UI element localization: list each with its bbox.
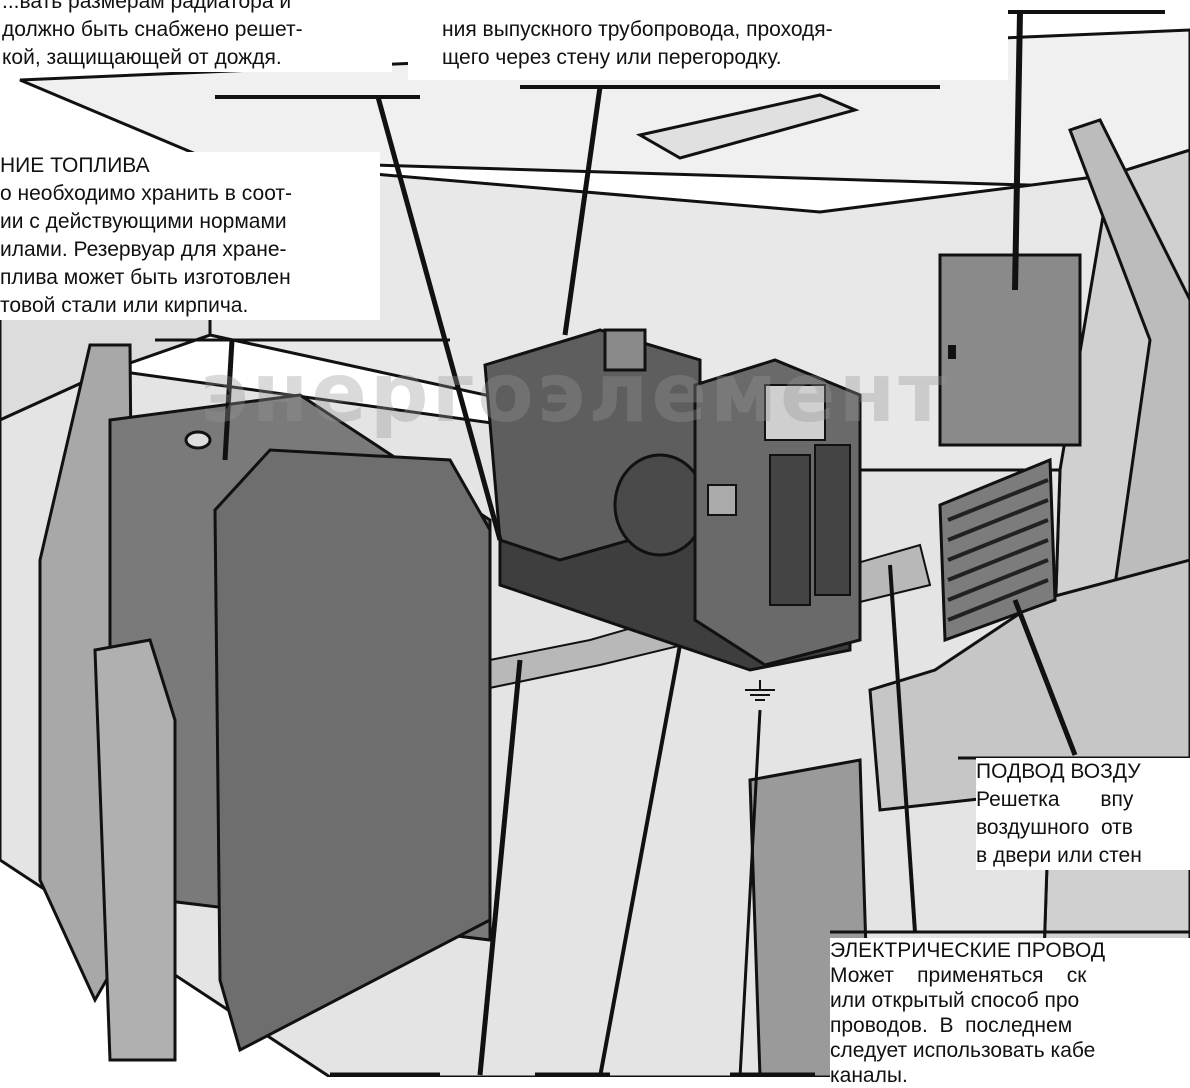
- electrical-wiring-callout: ЭЛЕКТРИЧЕСКИЕ ПРОВОД Может применяться с…: [830, 938, 1190, 1088]
- radiator-callout-line: кой, защищающей от дождя.: [2, 44, 392, 72]
- electrical-wiring-line: или открытый способ про: [830, 988, 1190, 1013]
- fuel-storage-heading: НИЕ ТОПЛИВА: [0, 152, 380, 180]
- fuel-tank-cap: [186, 432, 210, 448]
- air-supply-line: Решетка впу: [976, 786, 1190, 814]
- radiator-callout-line: должно быть снабжено решет-: [2, 16, 392, 44]
- air-supply-line: в двери или стен: [976, 842, 1190, 870]
- fuel-storage-line: ии с действующими нормами: [0, 208, 380, 236]
- door: [940, 255, 1080, 445]
- front-left-pillar: [95, 640, 175, 1060]
- exhaust-callout-line: щего через стену или перегородку.: [442, 44, 1002, 72]
- door-handle: [948, 345, 956, 359]
- fuel-storage-line: плива может быть изготовлен: [0, 264, 380, 292]
- electrical-wiring-line: Может применяться ск: [830, 963, 1190, 988]
- electrical-wiring-heading: ЭЛЕКТРИЧЕСКИЕ ПРОВОД: [830, 938, 1190, 963]
- fuel-storage-line: о необходимо хранить в соот-: [0, 180, 380, 208]
- electrical-wiring-line: проводов. В последнем: [830, 1013, 1190, 1038]
- fuel-storage-line: товой стали или кирпича.: [0, 292, 380, 320]
- fuel-storage-callout: НИЕ ТОПЛИВА о необходимо хранить в соот-…: [0, 152, 380, 320]
- fuel-storage-line: илами. Резервуар для хране-: [0, 236, 380, 264]
- air-supply-callout: ПОДВОД ВОЗДУ Решетка впу воздушного отв …: [976, 758, 1190, 870]
- electrical-wiring-line: каналы.: [830, 1063, 1190, 1088]
- air-supply-line: воздушного отв: [976, 814, 1190, 842]
- exhaust-callout: ния выпускного трубопровода, проходя- ще…: [408, 0, 1008, 80]
- radiator-callout-line: ...вать размерам радиатора и: [2, 0, 392, 16]
- radiator-callout: ...вать размерам радиатора и должно быть…: [0, 0, 392, 72]
- air-supply-heading: ПОДВОД ВОЗДУ: [976, 758, 1190, 786]
- electrical-wiring-line: следует использовать кабе: [830, 1038, 1190, 1063]
- exhaust-callout-line: ния выпускного трубопровода, проходя-: [442, 0, 1002, 44]
